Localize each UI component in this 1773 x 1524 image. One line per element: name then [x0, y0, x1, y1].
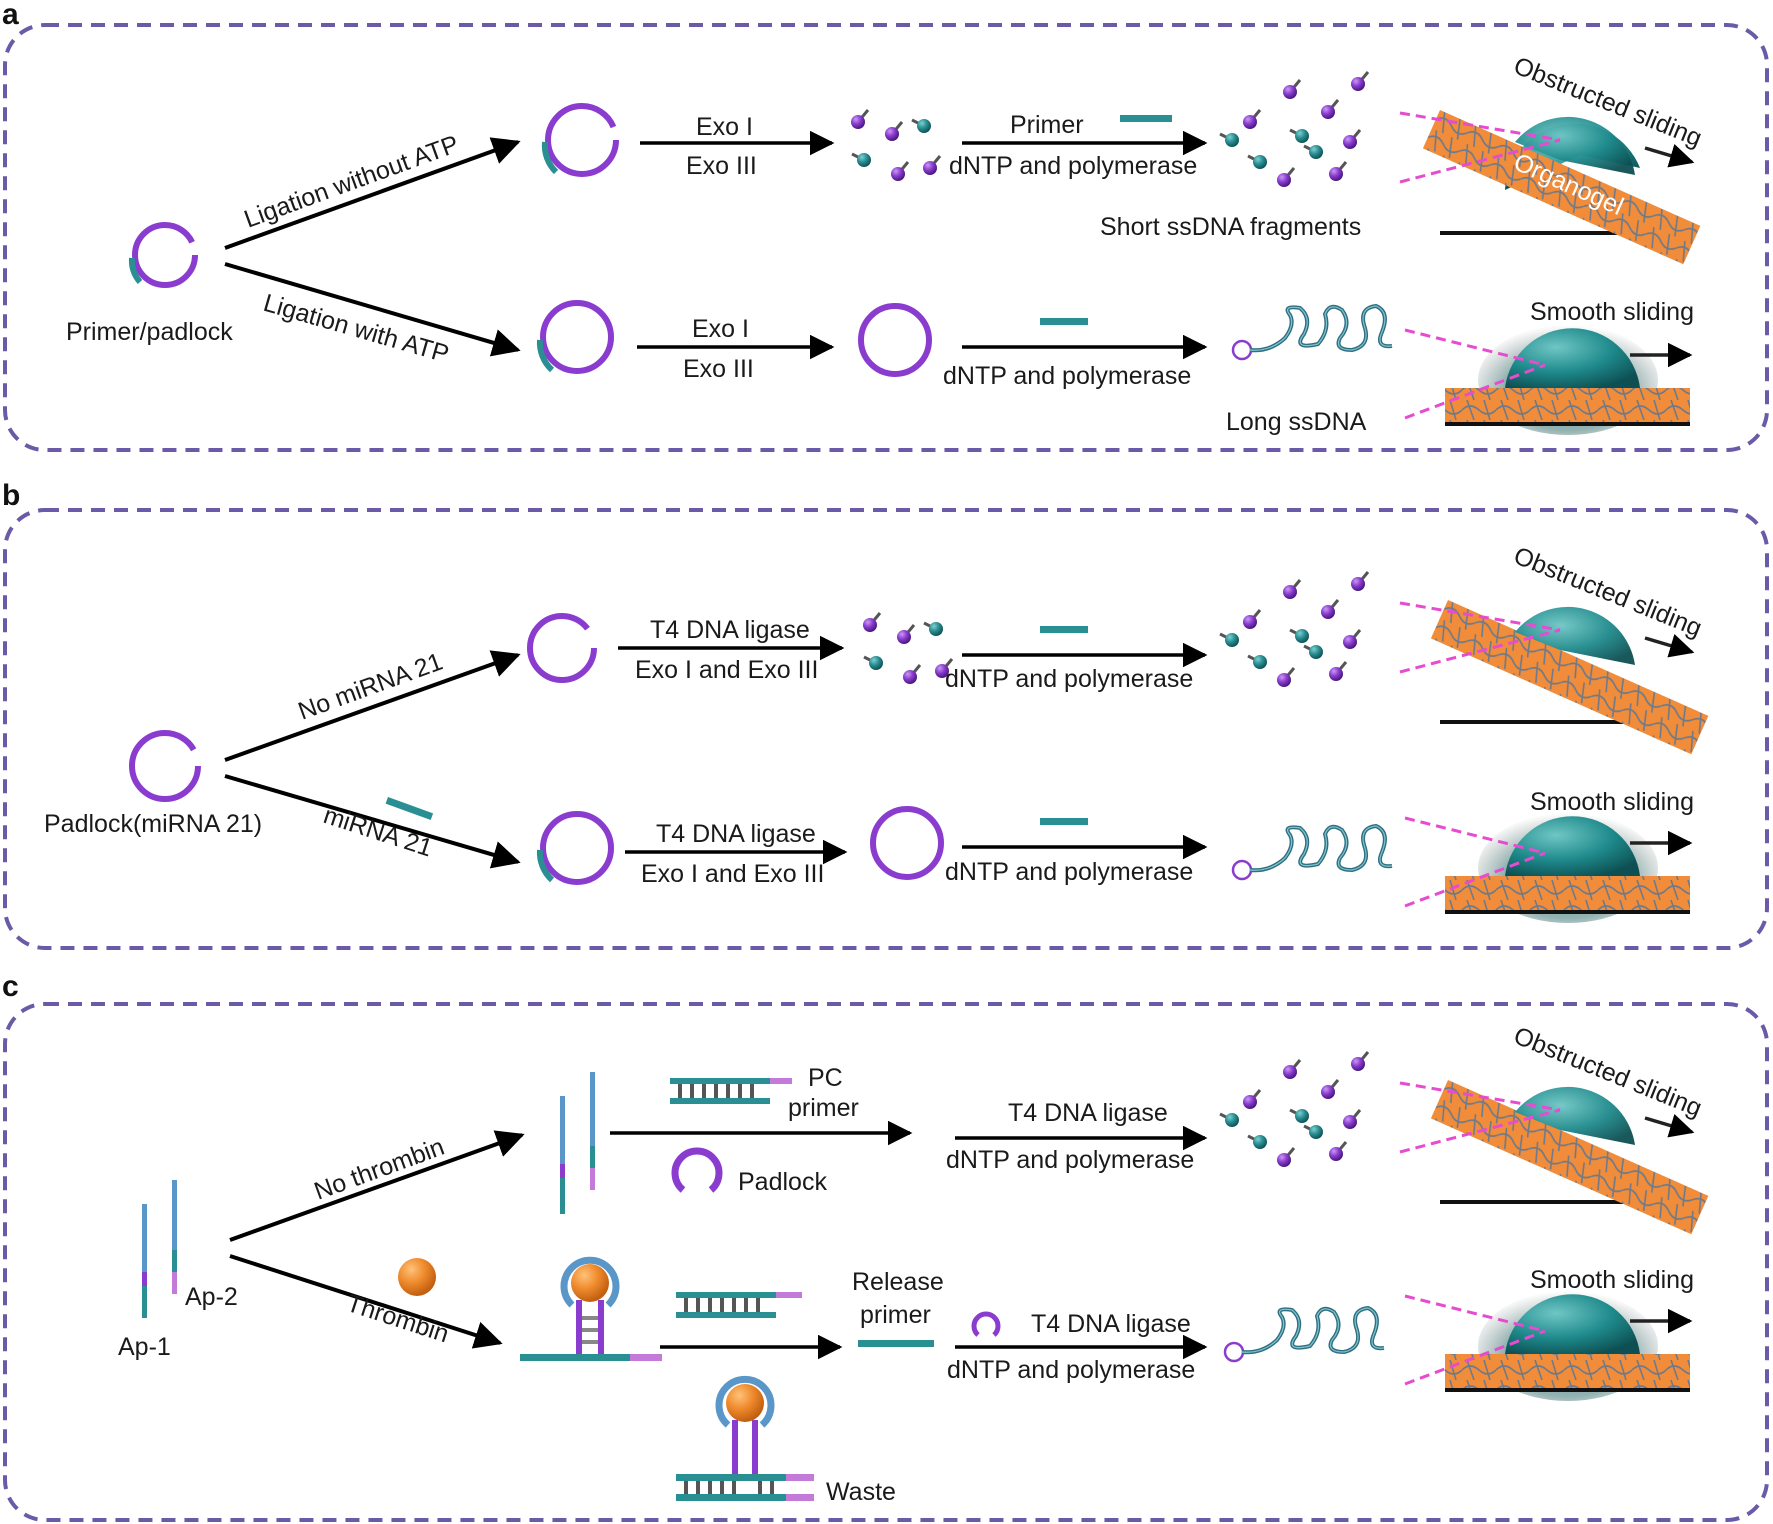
- panel-b-frame: [3, 508, 1769, 950]
- smooth-sliding-b-illustration: [1404, 813, 1693, 923]
- long-ssdna-b-icon: [1231, 824, 1394, 881]
- fragments-b-icon: [863, 613, 952, 684]
- long-ssdna-c-icon: [1223, 1306, 1386, 1363]
- c-top-ligase: T4 DNA ligase: [1008, 1099, 1168, 1127]
- fragments-icon: [851, 110, 940, 181]
- branch-b-arrow-bottom: [224, 774, 521, 869]
- obstructed-sliding-illustration: [1399, 110, 1701, 265]
- primer-padlock-icon: [128, 222, 198, 288]
- panel-c-frame: [3, 1002, 1769, 1522]
- primer-strand-icon-2: [1040, 318, 1088, 325]
- primer-b-icon-2: [1040, 818, 1088, 825]
- c-bottom-ligase: T4 DNA ligase: [1031, 1310, 1191, 1338]
- pc-primer-duplex-icon: [670, 1078, 792, 1104]
- release-primer-label-1: Release: [852, 1268, 944, 1296]
- primer-padlock-label: Primer/padlock: [66, 318, 233, 346]
- pc-primer-label-2: primer: [788, 1094, 859, 1122]
- padlock-c-icon: [671, 1147, 723, 1193]
- panel-b-letter: b: [2, 479, 20, 512]
- waste-complex-icon: [676, 1375, 814, 1501]
- ligated-padlock-icon: [536, 300, 614, 374]
- branch-b-top-label: No miRNA 21: [294, 648, 446, 726]
- waste-label: Waste: [826, 1478, 896, 1506]
- panel-c-letter: c: [2, 970, 19, 1003]
- small-padlock-icon: [971, 1311, 1001, 1337]
- branch-arrow-top: [224, 137, 521, 250]
- thrombin-icon: [398, 1258, 436, 1296]
- ap1-label: Ap-1: [118, 1333, 171, 1361]
- smooth-sliding-label-b: Smooth sliding: [1530, 788, 1694, 816]
- open-padlock-icon: [527, 613, 597, 683]
- release-primer-icon: [858, 1340, 934, 1347]
- poly-top-label: dNTP and polymerase: [949, 152, 1197, 180]
- poly-bottom-label: dNTP and polymerase: [943, 362, 1191, 390]
- circular-padlock-b-icon: [870, 806, 944, 880]
- short-ssdna-label: Short ssDNA fragments: [1100, 213, 1361, 241]
- panel-c: c Ap-1 Ap-2 No thrombin Thrombin: [2, 970, 1769, 1522]
- obstructed-sliding-b-illustration: [1399, 600, 1709, 755]
- branch-b-arrow-top: [224, 650, 521, 762]
- release-primer-label-2: primer: [860, 1301, 931, 1329]
- hybridized-padlock-icon: [536, 811, 614, 885]
- poly-b-bottom-label: dNTP and polymerase: [945, 858, 1193, 886]
- obstructed-sliding-c-illustration: [1399, 1080, 1709, 1235]
- mirna-strand-icon: [385, 797, 434, 820]
- duplex-c-bottom-icon: [676, 1292, 802, 1318]
- branch-arrow-bottom: [224, 262, 521, 357]
- padlock-mirna-icon: [129, 730, 201, 802]
- primer-label: Primer: [1010, 111, 1084, 139]
- ligase-b-bottom-1: T4 DNA ligase: [656, 820, 816, 848]
- smooth-sliding-c-illustration: [1404, 1291, 1693, 1401]
- short-fragments-c-icon: [1220, 1052, 1368, 1167]
- branch-top-label: Ligation without ATP: [240, 130, 462, 234]
- smooth-sliding-label-c: Smooth sliding: [1530, 1266, 1694, 1294]
- aptamer-thrombin-complex-icon: [520, 1256, 662, 1361]
- padlock-mirna-label: Padlock(miRNA 21): [44, 810, 262, 838]
- ligase-b-top-1: T4 DNA ligase: [650, 616, 810, 644]
- ligase-b-top-2: Exo I and Exo III: [635, 656, 818, 684]
- smooth-sliding-illustration: [1404, 325, 1693, 435]
- smooth-sliding-label-a: Smooth sliding: [1530, 298, 1694, 326]
- exo-top-2: Exo III: [686, 152, 757, 180]
- padlock-c-label: Padlock: [738, 1168, 827, 1196]
- branch-c-bottom-label: Thrombin: [343, 1289, 452, 1348]
- poly-b-top-label: dNTP and polymerase: [945, 665, 1193, 693]
- short-ssdna-fragments-icon: [1220, 72, 1368, 187]
- branch-c-arrow-bottom: [229, 1254, 503, 1349]
- short-fragments-b-icon: [1220, 572, 1368, 687]
- circular-padlock-icon: [858, 303, 932, 377]
- pc-primer-label-1: PC: [808, 1064, 843, 1092]
- long-ssdna-icon: [1231, 304, 1394, 361]
- exo-top-1: Exo I: [696, 113, 753, 141]
- exo-bottom-1: Exo I: [692, 315, 749, 343]
- panel-a-frame: [3, 23, 1769, 452]
- ligase-b-bottom-2: Exo I and Exo III: [641, 860, 824, 888]
- nicked-padlock-icon: [541, 103, 619, 177]
- branch-c-arrow-top: [229, 1130, 525, 1242]
- primer-b-icon: [1040, 626, 1088, 633]
- c-bottom-poly: dNTP and polymerase: [947, 1356, 1195, 1384]
- aptamer-strands-icon: [142, 1180, 177, 1318]
- primer-strand-icon: [1120, 115, 1172, 122]
- exo-bottom-2: Exo III: [683, 355, 754, 383]
- panel-a: a Primer/padlock Ligation without ATP Li…: [2, 0, 1769, 452]
- c-top-poly: dNTP and polymerase: [946, 1146, 1194, 1174]
- panel-a-letter: a: [2, 0, 19, 31]
- ap2-label: Ap-2: [185, 1283, 238, 1311]
- free-aptamers-icon: [560, 1072, 595, 1214]
- long-ssdna-label: Long ssDNA: [1226, 408, 1367, 436]
- panel-b: b Padlock(miRNA 21) No miRNA 21 miRNA 21…: [2, 479, 1769, 950]
